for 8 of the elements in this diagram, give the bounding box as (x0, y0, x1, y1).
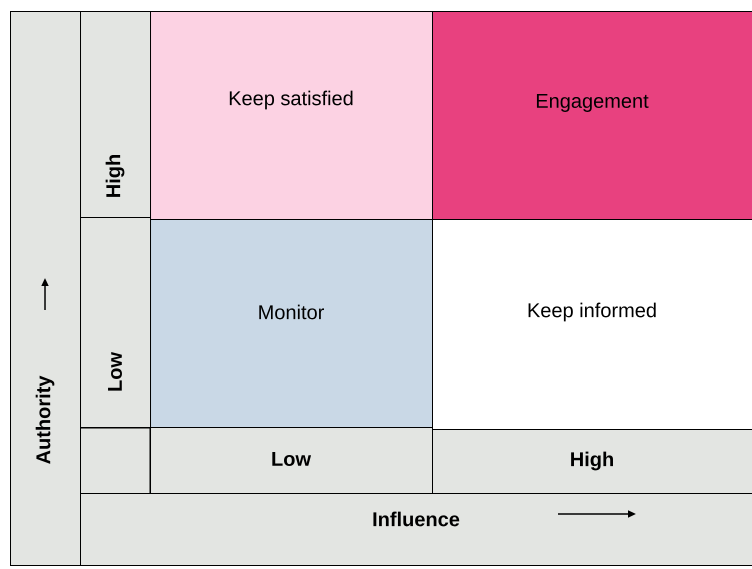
quadrant-box: Engagement (432, 11, 752, 220)
node-label: High (571, 452, 613, 470)
quadrant-box: Keep informed (432, 218, 752, 430)
node-label: Influence (373, 512, 460, 526)
quadrant-box: Monitor (150, 218, 433, 428)
quadrant-box: Keep satisfied (150, 11, 433, 220)
axis-level-cell: High (80, 11, 151, 218)
axis-level-cell: High (432, 428, 752, 494)
